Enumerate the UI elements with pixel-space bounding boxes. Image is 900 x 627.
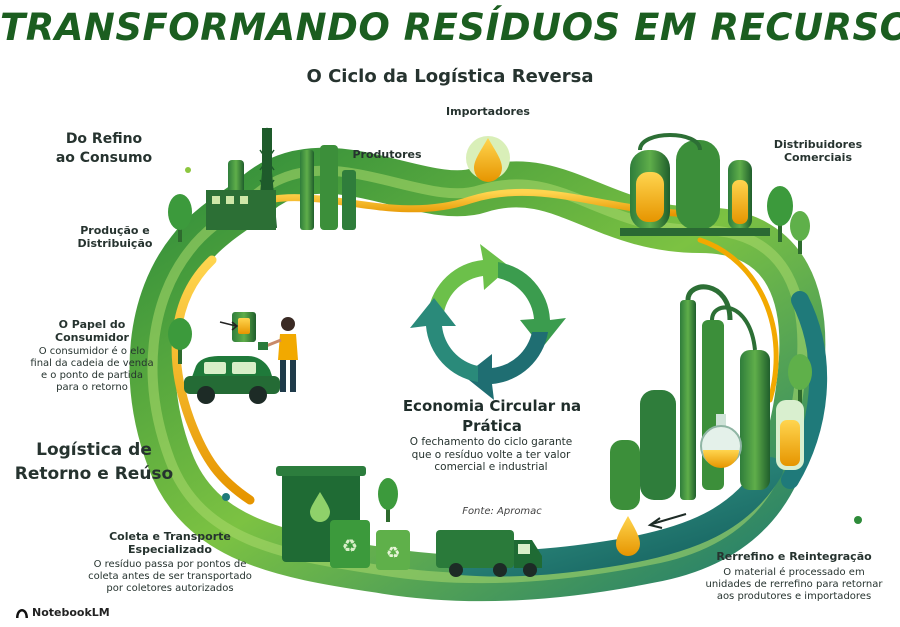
person-icon [258,317,298,392]
pointer-arrow [219,321,237,327]
oil-drop-icon [616,516,640,556]
source-credit: Fonte: Apromac [462,506,542,517]
oil-stream-top [226,188,694,219]
car-icon [184,356,280,404]
tree-icon [168,186,812,522]
svg-text:♻: ♻ [386,543,400,562]
page-title: TRANSFORMANDO RESÍDUOS EM RECURSOS [0,6,900,49]
cycle-loop-inner [147,165,808,584]
distribution-tanks-icon [620,133,770,236]
center-title: Economia Circular na Prática [402,397,582,435]
label-produtores: Produtores [352,148,422,161]
label-logistica-retorno: Logística de Retorno e Reúso [14,440,174,484]
oil-bottle-icon [232,312,256,342]
label-importadores: Importadores [446,105,530,118]
pointer-arrow [231,321,239,331]
label-distribuidores: Distribuidores Comerciais [773,138,863,164]
decor-dot [222,493,230,501]
pointer-arrow [651,513,687,525]
recycle-arrows-icon [410,244,566,400]
svg-text:♻: ♻ [342,536,358,557]
truck-icon [436,530,542,577]
label-rerrefino: Rerrefino e Reintegração O material é pr… [705,550,883,602]
pointer-arrow [647,517,663,529]
oil-drop-icon [466,136,510,182]
label-coleta: Coleta e Transporte Especializado O resí… [88,530,252,594]
label-consumidor: O Papel do Consumidor O consumidor é o e… [30,318,154,393]
oil-stream-left [171,255,255,505]
brand-name: NotebookLM [32,606,110,619]
decor-dot [185,167,191,173]
label-producao: Produção e Distribuição [77,224,153,250]
flask-icon [700,414,742,468]
decor-dot [854,516,862,524]
center-description: O fechamento do ciclo garante que o resí… [409,436,573,473]
label-do-refino: Do Refino ao Consumo [55,131,153,166]
page-subtitle: O Ciclo da Logística Reversa [306,66,594,87]
refinery-icon [206,127,356,230]
notebooklm-logo: NotebookLM [16,606,110,619]
notebooklm-logo-icon [16,608,28,618]
oil-stream-right [697,237,779,403]
recycle-bin-icon: ♻ ♻ [276,466,410,570]
